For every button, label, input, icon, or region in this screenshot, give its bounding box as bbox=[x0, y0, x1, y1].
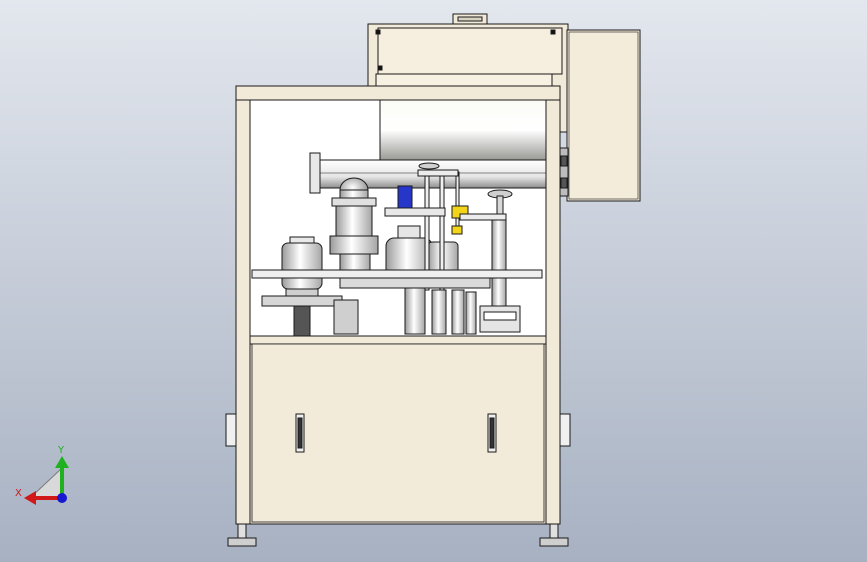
y-axis-label: Y bbox=[57, 445, 65, 456]
side-lift-handles bbox=[225, 413, 571, 447]
capping-unit bbox=[384, 162, 469, 235]
side-control-box bbox=[559, 29, 641, 202]
turntable bbox=[251, 269, 543, 307]
z-axis-icon bbox=[57, 493, 67, 503]
lower-cabinet bbox=[249, 335, 547, 525]
machine-model[interactable] bbox=[225, 13, 641, 547]
door-handle-right[interactable] bbox=[487, 413, 497, 453]
door-handle-left[interactable] bbox=[295, 413, 305, 453]
axis-triad: Y X bbox=[15, 445, 69, 505]
left-jar bbox=[281, 236, 323, 298]
drum-hopper bbox=[379, 99, 547, 161]
leveling-feet bbox=[227, 523, 569, 547]
adjustment-post bbox=[459, 189, 521, 333]
x-axis-label: X bbox=[15, 488, 22, 499]
top-handle bbox=[452, 13, 488, 25]
